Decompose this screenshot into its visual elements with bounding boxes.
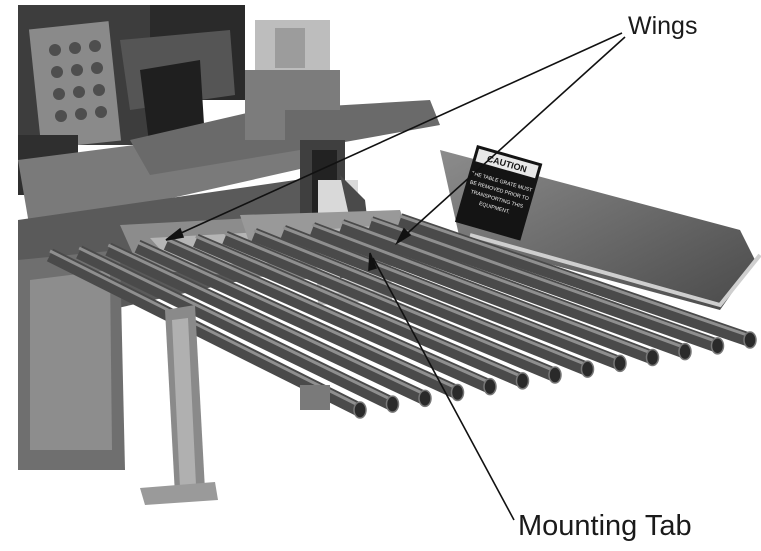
grate-tube bbox=[46, 248, 364, 417]
grate-tube bbox=[163, 236, 493, 394]
grate-tube-highlight bbox=[195, 235, 524, 379]
grate-tube-highlight bbox=[282, 226, 621, 361]
grate-tube-highlight bbox=[107, 243, 426, 396]
grate-tube-end bbox=[710, 337, 725, 355]
grate-tube-highlight bbox=[136, 240, 459, 390]
wedge-column bbox=[245, 20, 368, 225]
grate-tube-end bbox=[678, 342, 692, 361]
grate-tube-end bbox=[515, 372, 530, 390]
grate-tube-end bbox=[645, 348, 660, 367]
main-beam bbox=[18, 120, 340, 470]
grate-tube bbox=[134, 239, 461, 399]
wings-arrowhead-right bbox=[395, 227, 412, 246]
grate-tube-end bbox=[743, 331, 757, 349]
wings-label: Wings bbox=[628, 12, 698, 40]
wings-leader-left bbox=[169, 32, 623, 239]
grate-tube bbox=[222, 231, 558, 382]
grate-tube-end bbox=[418, 389, 432, 408]
grate-tube-highlight bbox=[399, 214, 751, 338]
mounting-tab-arrowhead bbox=[368, 252, 378, 272]
grate-tube bbox=[368, 216, 720, 353]
stand-leg bbox=[140, 305, 330, 505]
grate-tube-end bbox=[385, 395, 400, 413]
grate-tube-highlight bbox=[166, 237, 491, 385]
grate-tube bbox=[76, 245, 396, 411]
grate-tube bbox=[193, 233, 526, 388]
wings-leader-right bbox=[399, 36, 626, 241]
wings-arrowhead-left bbox=[165, 227, 185, 241]
grate-tube-end bbox=[580, 360, 595, 378]
grate-tube-highlight bbox=[78, 246, 394, 402]
grate-tube-highlight bbox=[224, 232, 556, 373]
grate-tube bbox=[310, 222, 655, 365]
grate-tube-highlight bbox=[370, 217, 719, 344]
grate-tube-highlight bbox=[341, 220, 686, 350]
grate-tube bbox=[280, 225, 623, 370]
grate-tube-end bbox=[450, 383, 465, 402]
mounting-tab-leader bbox=[372, 257, 515, 521]
mounting-tab-label: Mounting Tab bbox=[518, 510, 692, 542]
engine-assembly bbox=[18, 5, 245, 195]
grate-tube-end bbox=[548, 366, 562, 384]
engine-studs bbox=[49, 40, 107, 122]
grate-tube-highlight bbox=[311, 223, 654, 355]
grate-tube-highlight bbox=[253, 229, 589, 367]
grate-tube bbox=[397, 213, 753, 347]
table-grate-tubes bbox=[46, 213, 757, 419]
caution-decal: CAUTION THE TABLE GRATE MUST BE REMOVED … bbox=[454, 145, 543, 241]
grate-tube bbox=[339, 219, 688, 359]
grate-tube bbox=[105, 242, 428, 405]
leader-lines bbox=[165, 32, 626, 521]
grate-tube-end bbox=[613, 354, 627, 373]
grate-tube-end bbox=[353, 401, 367, 419]
grate-tube bbox=[251, 228, 591, 376]
grate-tube-end bbox=[483, 377, 497, 396]
grate-tube-highlight bbox=[49, 249, 361, 408]
